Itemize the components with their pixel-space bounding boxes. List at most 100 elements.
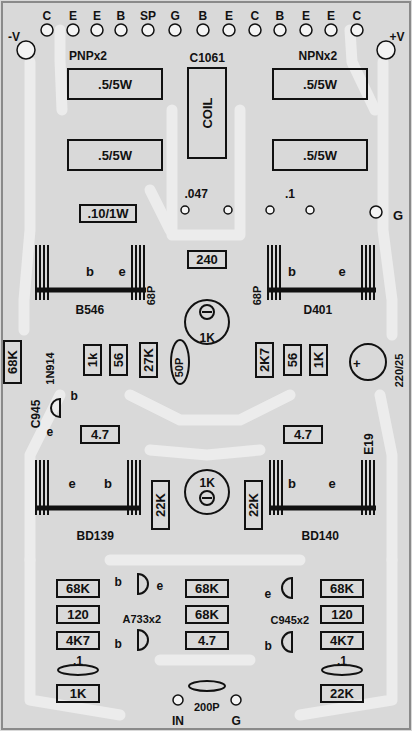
silkscreen-text: 68P	[252, 285, 263, 305]
board-trace	[380, 395, 392, 560]
silkscreen-text: C945x2	[271, 615, 310, 626]
silkscreen-text: .1	[73, 655, 83, 667]
heatsink-stroke	[135, 245, 137, 300]
heatsink-stroke	[270, 506, 376, 511]
part-value: .5/5W	[303, 149, 337, 162]
heatsink-stroke	[143, 245, 145, 300]
resistor-box: .5/5W	[67, 68, 163, 100]
heatsink-stroke	[281, 460, 283, 515]
pad-symbol	[185, 470, 229, 514]
resistor-box: 1K	[309, 344, 328, 376]
pad-symbol	[142, 24, 154, 36]
pad-symbol	[197, 24, 209, 36]
part-value: 68K	[66, 582, 90, 595]
pad-symbol	[300, 24, 312, 36]
silkscreen-text: 220/25	[394, 353, 405, 387]
pad-symbol	[115, 24, 127, 36]
silkscreen-text: b	[104, 477, 112, 490]
resistor-box: 68K	[185, 605, 229, 624]
resistor-box: 68K	[185, 579, 229, 598]
heatsink-stroke	[361, 460, 363, 515]
pad-symbol	[181, 206, 189, 214]
board-trace	[60, 30, 62, 110]
board-trace	[138, 574, 148, 594]
silkscreen-text: B	[276, 10, 285, 22]
pad-symbol	[350, 344, 386, 380]
silkscreen-text: E19	[362, 433, 374, 454]
symbol-group	[17, 24, 395, 705]
heatsink-stroke	[202, 311, 212, 313]
silkscreen-text: b	[86, 265, 94, 278]
pad-symbol	[185, 300, 229, 344]
heatsink-stroke	[36, 288, 146, 293]
pad-symbol	[223, 24, 235, 36]
silkscreen-text: b	[115, 576, 122, 588]
resistor-box: 4K7	[320, 631, 364, 650]
silkscreen-text: b	[115, 638, 122, 650]
resistor-box: 4.7	[80, 425, 120, 444]
silkscreen-text: +V	[390, 31, 405, 43]
silkscreen-text: -V	[8, 31, 20, 43]
silkscreen-text: D401	[304, 304, 333, 316]
heatsink-stroke	[47, 460, 49, 515]
board-trace	[51, 399, 60, 417]
symbol-group	[51, 300, 386, 691]
heatsink-stroke	[131, 245, 133, 300]
pad-symbol	[169, 24, 181, 36]
heatsink-stroke	[373, 460, 375, 515]
pad-symbol	[67, 24, 79, 36]
heatsink-stroke	[43, 460, 45, 515]
part-value: .5/5W	[303, 78, 337, 91]
part-value: 1K	[312, 352, 325, 369]
silkscreen-text: 68P	[146, 285, 157, 305]
silkscreen-text: A733x2	[123, 614, 162, 625]
part-value: 68K	[330, 582, 354, 595]
board-trace	[30, 560, 120, 715]
board-trace	[24, 62, 30, 330]
resistor-box: 27K	[139, 342, 158, 378]
resistor-box: .10/1W	[79, 204, 137, 223]
heatsink-stroke	[365, 460, 367, 515]
heatsink-stroke	[268, 288, 376, 293]
heatsink-stroke	[47, 245, 49, 300]
silkscreen-text: G	[393, 209, 403, 222]
pad-symbol	[231, 695, 241, 705]
board-trace	[130, 395, 290, 420]
resistor-box: 4.7	[283, 425, 323, 444]
heatsink-stroke	[365, 245, 367, 300]
heatsink-stroke	[361, 245, 363, 300]
silkscreen-text: .1	[285, 188, 295, 200]
heatsink-stroke	[139, 460, 141, 515]
resistor-box: 68K	[3, 340, 22, 384]
resistor-box: 120	[320, 605, 364, 624]
resistor-box: 1K	[56, 684, 100, 703]
part-value: 68K	[195, 608, 219, 621]
resistor-box: 68K	[320, 579, 364, 598]
part-value: 68K	[6, 350, 19, 374]
silkscreen-text: .1	[337, 655, 347, 667]
heatsink-stroke	[269, 460, 271, 515]
silkscreen-text: 50P	[174, 357, 185, 377]
heatsink-stroke	[36, 506, 140, 511]
part-value: 4.7	[294, 428, 312, 441]
silkscreen-text: e	[47, 426, 54, 438]
board-trace	[110, 555, 300, 566]
silkscreen-text: PNPx2	[69, 50, 107, 62]
heatsink-stroke	[369, 460, 371, 515]
part-value: 120	[331, 608, 353, 621]
heatsink-stroke	[139, 245, 141, 300]
part-value: .5/5W	[98, 149, 132, 162]
board-trace	[160, 655, 250, 666]
heatsink-stroke	[369, 245, 371, 300]
part-value: .10/1W	[87, 207, 128, 220]
silkscreen-text: IN	[172, 715, 184, 727]
silkscreen-text: G	[232, 715, 241, 727]
board-trace	[350, 30, 375, 110]
pad-symbol	[41, 24, 53, 36]
part-value: 1k	[86, 353, 99, 367]
silkscreen-text: b	[288, 265, 296, 278]
silkscreen-text: G	[171, 10, 180, 22]
pad-symbol	[266, 206, 274, 214]
part-value: 22K	[247, 493, 260, 517]
